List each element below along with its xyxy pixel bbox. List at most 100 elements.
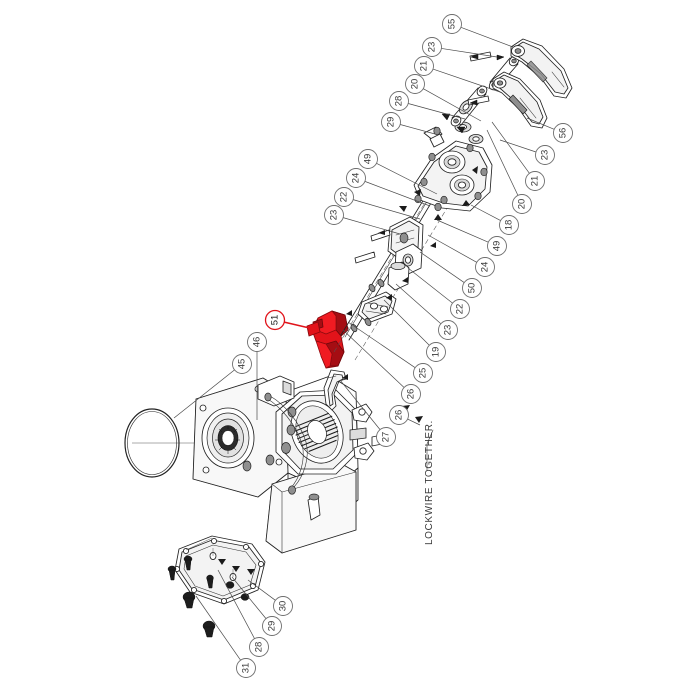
callout-number: 51 <box>270 315 281 326</box>
callout-bubble-24[interactable]: 24 <box>346 168 366 188</box>
callout-bubble-31[interactable]: 31 <box>236 658 256 678</box>
callout-bubble-26[interactable]: 26 <box>401 384 421 404</box>
callout-bubble-24[interactable]: 24 <box>475 257 495 277</box>
callout-leader-29 <box>400 124 436 135</box>
callout-bubble-22[interactable]: 22 <box>334 187 354 207</box>
callout-bubble-28[interactable]: 28 <box>249 637 269 657</box>
callout-number: 45 <box>237 359 248 370</box>
callout-leader-18 <box>470 204 501 221</box>
callout-bubble-29[interactable]: 29 <box>262 616 282 636</box>
callout-bubble-20[interactable]: 20 <box>512 194 532 214</box>
callout-number: 46 <box>252 337 263 348</box>
callout-circle <box>236 658 256 678</box>
callout-number: 24 <box>351 173 362 184</box>
bottom-cover-plate <box>167 535 266 638</box>
callout-number: 27 <box>381 432 392 443</box>
callout-circle <box>273 596 293 616</box>
callout-circle <box>249 637 269 657</box>
callout-bubble-46[interactable]: 46 <box>247 332 267 352</box>
callout-leader-49 <box>436 219 489 243</box>
callout-circle <box>358 149 378 169</box>
callout-bubble-22[interactable]: 22 <box>450 299 470 319</box>
callout-circle <box>381 112 401 132</box>
callout-bubble-18[interactable]: 18 <box>499 215 519 235</box>
callout-bubble-26[interactable]: 26 <box>389 405 409 425</box>
callout-bubble-55[interactable]: 55 <box>442 14 462 34</box>
callout-leader-lines <box>173 27 555 661</box>
callout-bubbles: 5523212028294924222351464556232120184924… <box>232 14 573 678</box>
callout-bubble-20[interactable]: 20 <box>405 74 425 94</box>
callout-bubble-49[interactable]: 49 <box>487 236 507 256</box>
callout-bubble-45[interactable]: 45 <box>232 354 252 374</box>
callout-circle <box>475 257 495 277</box>
callout-circle <box>232 354 252 374</box>
upper-linkage-assembly <box>441 38 573 134</box>
callout-leader-56 <box>526 117 555 130</box>
callout-number: 22 <box>339 192 350 203</box>
callout-number: 29 <box>267 621 278 632</box>
callout-bubble-21[interactable]: 21 <box>525 171 545 191</box>
callout-number: 30 <box>278 601 289 612</box>
callout-circle <box>324 205 344 225</box>
callout-bubble-49[interactable]: 49 <box>358 149 378 169</box>
callout-circle <box>499 215 519 235</box>
callout-circle <box>442 14 462 34</box>
callout-circle <box>389 405 409 425</box>
callout-number: 23 <box>443 325 454 336</box>
callout-number: 55 <box>447 19 458 30</box>
callout-bubble-23[interactable]: 23 <box>422 37 442 57</box>
callout-bubble-21[interactable]: 21 <box>414 56 434 76</box>
callout-bubble-50[interactable]: 50 <box>462 278 482 298</box>
callout-circle <box>525 171 545 191</box>
callout-circle <box>264 309 286 331</box>
callout-number: 26 <box>394 410 405 421</box>
callout-bubble-28[interactable]: 28 <box>389 91 409 111</box>
callout-number: 21 <box>419 61 430 72</box>
callout-leader-26 <box>342 329 405 388</box>
callout-number: 25 <box>418 368 429 379</box>
callout-leader-19 <box>383 299 430 346</box>
callout-leader-21 <box>491 121 530 174</box>
callout-number: 56 <box>558 128 569 139</box>
callout-circle <box>414 56 434 76</box>
control-shaft-linkage <box>333 121 493 361</box>
callout-bubble-29[interactable]: 29 <box>381 112 401 132</box>
callout-number: 50 <box>467 283 478 294</box>
callout-bubble-27[interactable]: 27 <box>376 427 396 447</box>
callout-bubble-56[interactable]: 56 <box>553 123 573 143</box>
callout-circle <box>426 342 446 362</box>
callout-number: 28 <box>254 642 265 653</box>
callout-number: 19 <box>431 347 442 358</box>
callout-leader-24 <box>364 181 431 207</box>
callout-circle <box>487 236 507 256</box>
callout-circle <box>262 616 282 636</box>
callout-number: 20 <box>410 79 421 90</box>
callout-bubble-25[interactable]: 25 <box>413 363 433 383</box>
callout-number: 24 <box>480 262 491 273</box>
callout-bubble-51-highlighted[interactable]: 51 <box>264 309 286 331</box>
callout-bubble-30[interactable]: 30 <box>273 596 293 616</box>
callout-leader-23 <box>499 139 537 153</box>
callout-leader-50 <box>419 251 465 283</box>
callout-number: 23 <box>540 150 551 161</box>
callout-bubble-23[interactable]: 23 <box>438 320 458 340</box>
callout-bubble-19[interactable]: 19 <box>426 342 446 362</box>
callout-number: 49 <box>363 154 374 165</box>
callout-bubble-23[interactable]: 23 <box>535 145 555 165</box>
cover-bolts <box>167 537 250 638</box>
callout-leader-20 <box>423 88 482 122</box>
callout-number: 23 <box>427 42 438 53</box>
callout-leader-49 <box>376 162 438 195</box>
lockwire-note-text: LOCKWIRE TOGETHER. <box>424 420 435 545</box>
callout-bubble-23[interactable]: 23 <box>324 205 344 225</box>
callout-number: 49 <box>492 241 503 252</box>
callout-leader-21 <box>432 68 501 93</box>
callout-circle <box>422 37 442 57</box>
callout-circle <box>346 168 366 188</box>
callout-circle <box>405 74 425 94</box>
callout-number: 28 <box>394 96 405 107</box>
callout-circle <box>450 299 470 319</box>
callout-number: 20 <box>517 199 528 210</box>
